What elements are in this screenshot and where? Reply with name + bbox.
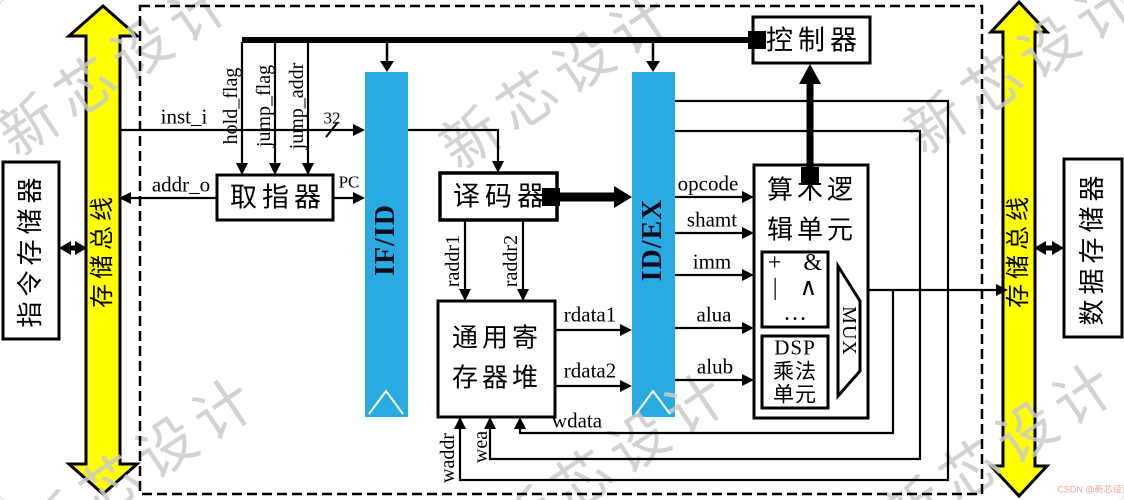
raddr1-label: raddr1	[442, 234, 464, 288]
alu-ops-row3: …	[782, 300, 807, 327]
register-file-label-line2: 存器堆	[451, 364, 543, 393]
alu-label-line2: 辑单元	[766, 216, 858, 245]
controller-label: 控制器	[766, 25, 862, 56]
alu-ops-label: + &| ∧…	[768, 251, 822, 327]
idex-pipeline-bar	[632, 72, 675, 417]
memory-bus-right-arrow	[987, 0, 1051, 499]
rdata2-label: rdata2	[563, 358, 617, 383]
alu-label: 算术逻辑单元	[767, 171, 857, 252]
rdata1-arrowhead	[620, 324, 632, 336]
instmem-bus-arrowhead-right	[75, 241, 87, 255]
idex-flush-arrowhead	[646, 61, 660, 72]
rdata2-arrowhead	[620, 380, 632, 392]
pc-label: PC	[338, 172, 360, 192]
instmem-bus-arrowhead-left	[59, 241, 71, 255]
raddr2-arrowhead	[517, 289, 529, 301]
shamt-arrowhead	[742, 227, 754, 239]
inst-i-arrowhead	[353, 124, 365, 136]
alu-ops-row2: | ∧	[772, 275, 818, 302]
controller-input-connector	[748, 31, 766, 49]
memory-bus-left-arrow	[65, 3, 141, 497]
dsp-multiplier-box	[760, 334, 830, 410]
wdata-arrowhead	[514, 417, 526, 429]
wea-label: wea	[470, 430, 492, 464]
cpu-boundary-dashed-box	[138, 4, 984, 496]
waddr-wrap-line	[458, 99, 950, 482]
dsp-label-line3: 单元	[773, 382, 817, 407]
wea-wrap-line	[488, 129, 922, 461]
hold-flag-label: hold_flag	[220, 67, 242, 145]
imm-label: imm	[692, 249, 732, 274]
waddr-arrowhead	[454, 417, 466, 429]
datamem-bus-arrowhead-left	[1034, 241, 1046, 255]
alub-arrowhead	[742, 374, 754, 386]
alub-label: alub	[696, 354, 734, 379]
inst-i-label: inst_i	[160, 104, 208, 129]
opcode-arrowhead	[742, 191, 754, 203]
imm-arrowhead	[742, 269, 754, 281]
shamt-label: shamt	[686, 207, 738, 232]
csdn-credit-watermark: CSDN @新芯设计	[1057, 484, 1124, 495]
ifid-flush-arrowhead	[380, 61, 394, 72]
data-memory-label: 数据存储器	[1078, 170, 1107, 326]
idex-label: ID/EX	[637, 198, 668, 282]
register-file-label-line1: 通用寄	[451, 323, 543, 353]
register-file-box	[436, 299, 557, 419]
decoder-label: 译码器	[453, 181, 549, 212]
ifid-to-decoder-arrowhead	[492, 161, 504, 173]
opcode-label: opcode	[677, 171, 739, 196]
wdata-label: wdata	[551, 408, 603, 433]
jump-flag-arrowhead	[269, 163, 281, 175]
alua-arrowhead	[742, 322, 754, 334]
addr-o-arrowhead	[119, 192, 131, 204]
addr-o-label: addr_o	[151, 172, 211, 197]
raddr2-label: raddr2	[500, 234, 522, 288]
bus-width-32-label: 32	[323, 108, 341, 128]
alu-label-line1: 算术逻	[766, 175, 858, 205]
ifid-to-decoder-line	[408, 128, 500, 164]
waddr-label: waddr	[437, 433, 459, 483]
decoder-output-connector	[542, 188, 560, 206]
rdata1-label: rdata1	[563, 302, 617, 327]
alu-result-arrowhead	[996, 284, 1008, 296]
ifid-chevron-icon	[368, 389, 404, 415]
idex-chevron-icon	[635, 389, 671, 415]
pc-arrowhead	[353, 192, 365, 204]
memory-bus-right-label: 存储总线	[1006, 192, 1032, 308]
jump-addr-arrowhead	[302, 163, 314, 175]
raddr1-arrowhead	[459, 289, 471, 301]
memory-bus-left-label: 存储总线	[90, 192, 116, 308]
instruction-memory-label: 指令存储器	[16, 172, 45, 328]
alua-label: alua	[696, 302, 732, 327]
data-memory-box	[1062, 157, 1124, 339]
register-file-label: 通用寄存器堆	[452, 319, 542, 400]
jump-flag-label: jump_flag	[253, 64, 275, 148]
alu-ops-row1: + &	[767, 250, 823, 277]
dsp-label-line1: DSP	[774, 335, 816, 360]
decoder-to-idex-arrowhead	[614, 186, 632, 208]
mux-shape	[836, 260, 862, 400]
fetch-unit-label: 取指器	[230, 182, 326, 213]
ifid-pipeline-bar	[365, 72, 408, 417]
alu-ops-box	[760, 250, 830, 329]
bus-width-32-slash	[325, 121, 339, 138]
dsp-label-line2: 乘法	[773, 359, 817, 384]
ifid-label: IF/ID	[370, 204, 401, 276]
wea-arrowhead	[484, 417, 496, 429]
hold-flag-arrowhead	[236, 163, 248, 175]
jump-addr-label: jump_addr	[286, 62, 308, 150]
alu-to-controller-arrowhead	[799, 64, 821, 84]
wdata-wrap-line	[518, 290, 895, 435]
datamem-bus-arrowhead-right	[1052, 241, 1064, 255]
instruction-memory-box	[1, 160, 61, 341]
mux-label: MUX	[838, 306, 860, 356]
